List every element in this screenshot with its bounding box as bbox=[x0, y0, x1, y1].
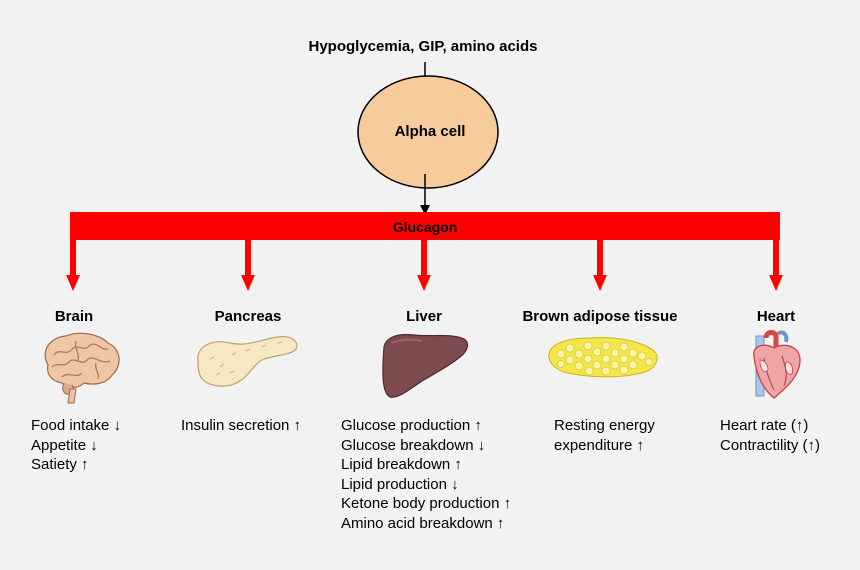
organ-title-heart: Heart bbox=[756, 308, 796, 325]
effects-brown-adipose-tissue: Resting energy expenditure ↑ bbox=[554, 416, 655, 455]
effect-item: Glucose production ↑ bbox=[341, 417, 482, 434]
effect-item: Insulin secretion ↑ bbox=[181, 417, 302, 434]
pancreas-icon bbox=[197, 336, 298, 387]
effect-item: Heart rate (↑) bbox=[720, 417, 809, 434]
arrow-heart bbox=[769, 240, 783, 291]
organ-title-pancreas: Pancreas bbox=[214, 308, 282, 325]
effect-item: Contractility (↑) bbox=[720, 436, 821, 454]
effect-item: Appetite ↓ bbox=[31, 436, 98, 454]
effect-item: Resting energy bbox=[554, 417, 655, 434]
organ-title-brain: Brain bbox=[54, 308, 94, 325]
brain-icon bbox=[44, 332, 120, 404]
effects-brain: Food intake ↓ Appetite ↓ Satiety ↑ bbox=[31, 416, 121, 475]
heart-icon bbox=[753, 329, 801, 399]
effects-heart: Heart rate (↑) Contractility (↑) bbox=[720, 416, 820, 455]
arrow-adipose bbox=[593, 240, 607, 291]
adipose-tissue-icon bbox=[548, 337, 658, 378]
glucagon-bar bbox=[70, 212, 780, 240]
alpha-cell-label: Alpha cell bbox=[394, 123, 466, 140]
effect-item: expenditure ↑ bbox=[554, 436, 645, 454]
arrow-brain bbox=[66, 240, 80, 291]
liver-icon bbox=[382, 333, 469, 398]
effect-item: Satiety ↑ bbox=[31, 456, 89, 474]
effect-item: Food intake ↓ bbox=[31, 417, 122, 434]
effects-liver: Glucose production ↑ Glucose breakdown ↓… bbox=[341, 416, 511, 534]
organ-title-brown-adipose-tissue: Brown adipose tissue bbox=[522, 308, 678, 325]
effect-item: Glucose breakdown ↓ bbox=[341, 436, 486, 454]
alpha-cell bbox=[357, 75, 499, 189]
arrow-liver bbox=[417, 240, 431, 291]
organ-arrows bbox=[66, 240, 783, 291]
effect-item: Lipid breakdown ↑ bbox=[341, 456, 462, 474]
stimuli-label: Hypoglycemia, GIP, amino acids bbox=[308, 38, 538, 55]
effect-item: Ketone body production ↑ bbox=[341, 495, 512, 513]
organ-title-liver: Liver bbox=[406, 308, 442, 325]
arrow-pancreas bbox=[241, 240, 255, 291]
effect-item: Lipid production ↓ bbox=[341, 475, 459, 493]
effect-item: Amino acid breakdown ↑ bbox=[341, 514, 505, 532]
glucagon-label: Glucagon bbox=[392, 219, 458, 235]
effects-pancreas: Insulin secretion ↑ bbox=[181, 416, 301, 436]
